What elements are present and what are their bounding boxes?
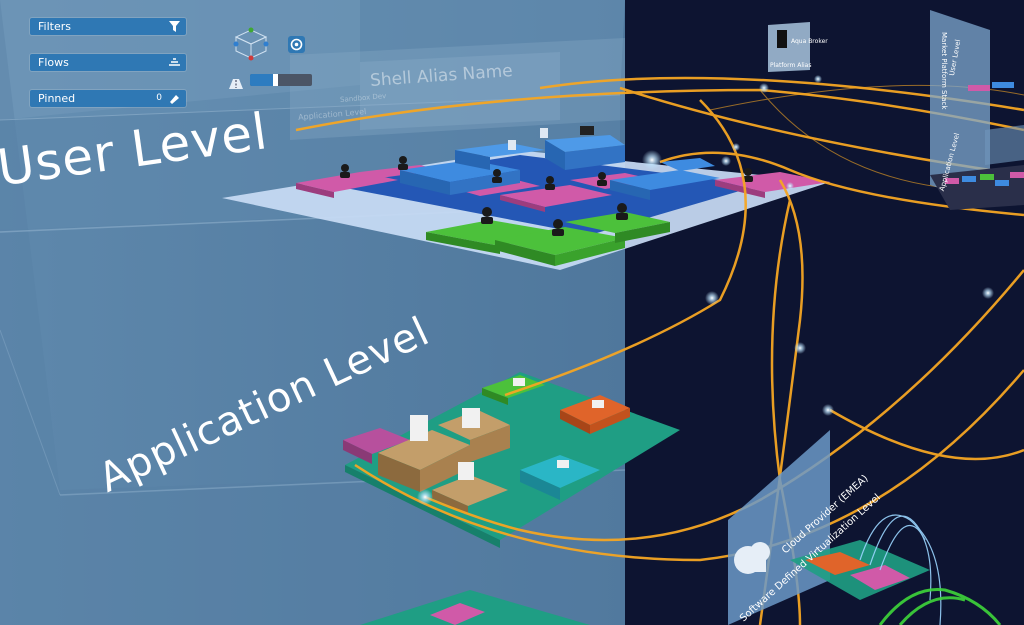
pinned-button[interactable]: Pinned 0 [30, 90, 186, 107]
zoom-slider[interactable] [250, 74, 312, 86]
zoom-slider-handle[interactable] [272, 74, 278, 86]
aqua-broker-label: Aqua Broker [791, 38, 828, 45]
road-icon [229, 74, 243, 89]
cloud-icon [734, 542, 770, 574]
settings-button[interactable] [288, 36, 305, 53]
pin-icon [168, 92, 181, 105]
filter-icon [168, 20, 181, 33]
gear-icon [290, 38, 303, 51]
market-platform-label: Market Platform Stack [940, 32, 948, 110]
platform-alias-label: Platform Alias [770, 62, 812, 69]
filters-label: Filters [38, 20, 71, 33]
view-cube-icon[interactable] [232, 27, 270, 61]
pinned-count: 0 [156, 93, 162, 103]
pinned-label: Pinned [38, 92, 76, 105]
zoom-slider-fill [250, 74, 275, 86]
flows-icon [168, 56, 181, 69]
flows-button[interactable]: Flows [30, 54, 186, 71]
cloud-provider-card [728, 430, 830, 625]
flows-label: Flows [38, 56, 69, 69]
filters-button[interactable]: Filters [30, 18, 186, 35]
